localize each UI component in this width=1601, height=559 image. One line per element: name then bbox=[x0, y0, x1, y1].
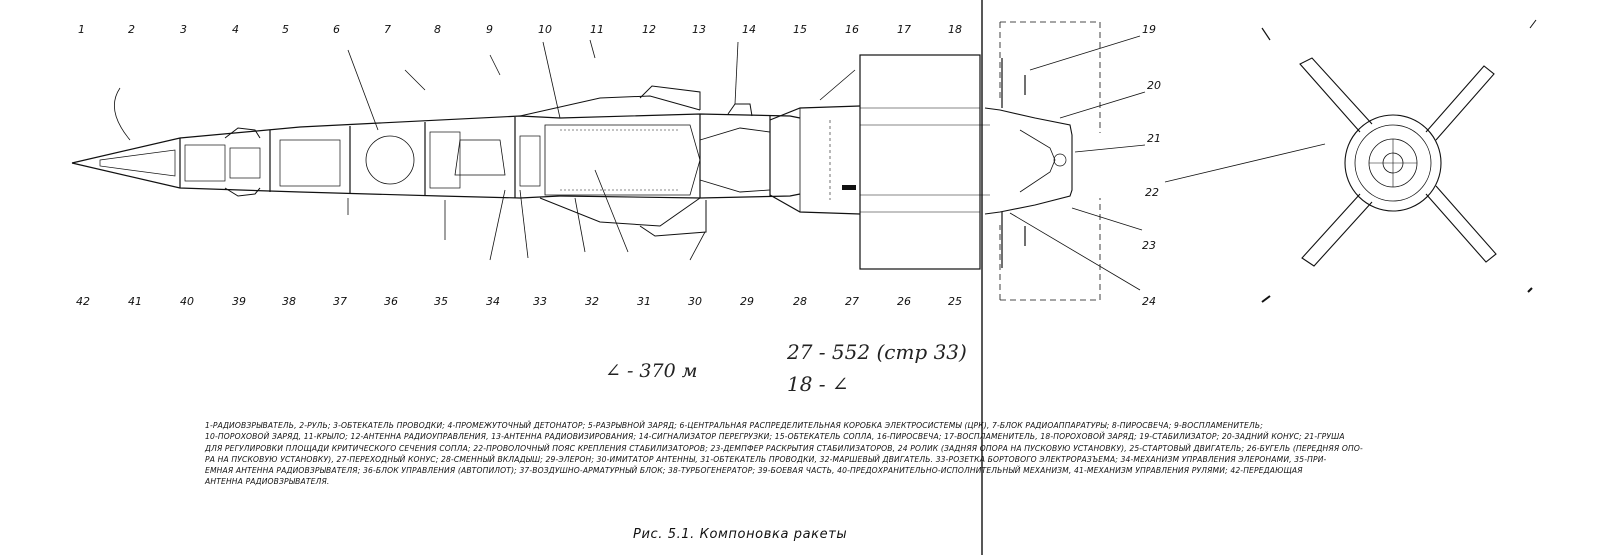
callout-number: 19 bbox=[1142, 23, 1156, 36]
callout-number: 8 bbox=[434, 23, 441, 36]
callout-number: 39 bbox=[232, 295, 246, 308]
callout-number: 28 bbox=[793, 295, 807, 308]
callout-number: 16 bbox=[845, 23, 859, 36]
callout-number: 37 bbox=[333, 295, 347, 308]
callout-number: 25 bbox=[948, 295, 962, 308]
callout-number: 41 bbox=[128, 295, 142, 308]
callout-number: 26 bbox=[897, 295, 911, 308]
callout-number: 34 bbox=[486, 295, 500, 308]
handwritten-note-right-top: 27 - 552 (стр 33) bbox=[787, 340, 967, 364]
callout-number: 30 bbox=[688, 295, 702, 308]
callout-number: 42 bbox=[76, 295, 90, 308]
callout-number: 23 bbox=[1142, 239, 1156, 252]
callout-number: 1 bbox=[78, 23, 85, 36]
right-callout-numbers: 19 20 21 22 23 24 bbox=[1142, 23, 1161, 308]
callout-number: 4 bbox=[232, 23, 239, 36]
leader-lines bbox=[113, 35, 1326, 291]
callout-number: 5 bbox=[282, 23, 289, 36]
callout-number: 7 bbox=[384, 23, 391, 36]
callout-number: 17 bbox=[897, 23, 911, 36]
booster bbox=[769, 21, 1101, 301]
legend-line: 1-радиовзрыватель, 2-руль; 3-обтекатель … bbox=[205, 421, 1263, 430]
handwritten-note-right-bottom: 18 - ∠ bbox=[787, 372, 849, 396]
callout-number: 3 bbox=[180, 23, 187, 36]
legend-line: 10-пороховой заряд, 11-крыло; 12-антенна… bbox=[205, 432, 1345, 442]
callout-number: 40 bbox=[180, 295, 194, 308]
callout-number: 11 bbox=[590, 23, 604, 36]
callout-number: 31 bbox=[637, 295, 651, 308]
callout-number: 21 bbox=[1147, 132, 1161, 145]
handwritten-note-left: ∠ - 370 м bbox=[605, 360, 698, 382]
missile-body bbox=[71, 85, 801, 237]
callout-number: 24 bbox=[1142, 295, 1156, 308]
callout-number: 14 bbox=[742, 23, 756, 36]
callout-number: 38 bbox=[282, 295, 296, 308]
callout-number: 33 bbox=[533, 295, 547, 308]
legend-line: антенна радиовзрывателя. bbox=[205, 477, 330, 487]
legend-line: емная антенна радиовзрывателя; 36-блок у… bbox=[205, 466, 1303, 476]
callout-number: 27 bbox=[845, 295, 859, 308]
callout-number: 10 bbox=[538, 23, 552, 36]
legend-line: ра на пусковую установку), 27-переходный… bbox=[205, 454, 1327, 464]
callout-number: 15 bbox=[793, 23, 807, 36]
callout-number: 22 bbox=[1145, 186, 1159, 199]
callout-number: 12 bbox=[642, 23, 656, 36]
callout-number: 35 bbox=[434, 295, 448, 308]
callout-number: 18 bbox=[948, 23, 962, 36]
callout-number: 20 bbox=[1147, 79, 1161, 92]
legend-line: для регулировки площади критического сеч… bbox=[205, 443, 1363, 453]
callout-number: 9 bbox=[486, 23, 493, 36]
rear-view bbox=[1261, 19, 1537, 303]
callout-number: 32 bbox=[585, 295, 599, 308]
callout-number: 29 bbox=[740, 295, 754, 308]
figure-legend: 1-радиовзрыватель, 2-руль; 3-обтекатель … bbox=[205, 420, 1405, 488]
callout-number: 36 bbox=[384, 295, 398, 308]
callout-number: 6 bbox=[333, 23, 340, 36]
bottom-callout-numbers: 42 41 40 39 38 37 36 35 34 33 32 31 30 29 28 27 26 25 bbox=[76, 295, 962, 308]
figure-title: Рис. 5.1. Компоновка ракеты bbox=[633, 527, 848, 542]
callout-number: 2 bbox=[128, 23, 135, 36]
callout-number: 13 bbox=[692, 23, 706, 36]
